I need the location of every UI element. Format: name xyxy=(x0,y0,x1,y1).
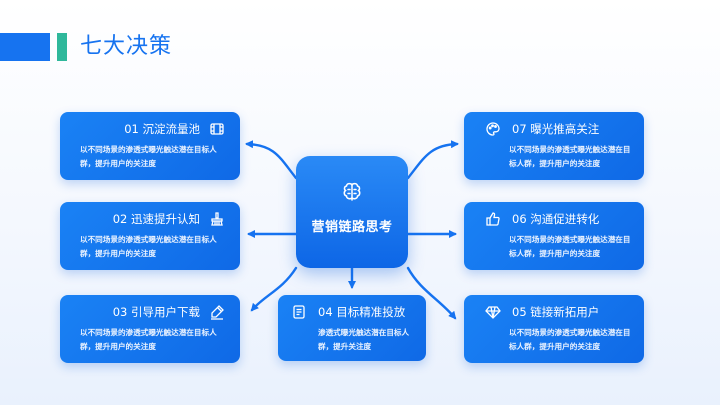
decision-card-02: 02 迅速提升认知 以不同场景的渗透式曝光触达潜在目标人群，提升用户的关注度 xyxy=(60,202,240,270)
brush-icon xyxy=(209,211,225,227)
card-description: 渗透式曝光触达潜在目标人群，提升关注度 xyxy=(318,328,410,351)
card-title: 04 目标精准投放 xyxy=(318,305,406,319)
card-description: 以不同场景的渗透式曝光触达潜在目标人群，提升用户的关注度 xyxy=(509,145,631,168)
center-label: 营销链路思考 xyxy=(311,220,393,235)
card-description: 以不同场景的渗透式曝光触达潜在目标人群，提升用户的关注度 xyxy=(80,145,217,168)
film-icon xyxy=(209,121,225,137)
palette-icon xyxy=(485,121,501,137)
card-description: 以不同场景的渗透式曝光触达潜在目标人群，提升用户的关注度 xyxy=(80,328,217,351)
arrow-to-01 xyxy=(245,140,298,180)
decision-card-03: 03 引导用户下载 以不同场景的渗透式曝光触达潜在目标人群，提升用户的关注度 xyxy=(60,295,240,363)
header-accent-bar xyxy=(0,33,50,61)
card-description: 以不同场景的渗透式曝光触达潜在目标人群，提升用户的关注度 xyxy=(509,328,631,351)
card-title: 03 引导用户下载 xyxy=(112,305,200,319)
center-node: 营销链路思考 xyxy=(296,156,408,268)
card-title: 01 沉淀流量池 xyxy=(124,122,200,136)
decision-card-07: 07 曝光推高关注 以不同场景的渗透式曝光触达潜在目标人群，提升用户的关注度 xyxy=(464,112,644,180)
card-description: 以不同场景的渗透式曝光触达潜在目标人群，提升用户的关注度 xyxy=(509,235,631,258)
decision-card-06: 06 沟通促进转化 以不同场景的渗透式曝光触达潜在目标人群，提升用户的关注度 xyxy=(464,202,644,270)
document-icon xyxy=(291,304,307,320)
card-title: 06 沟通促进转化 xyxy=(512,212,600,226)
card-description: 以不同场景的渗透式曝光触达潜在目标人群，提升用户的关注度 xyxy=(80,235,217,258)
arrow-to-07 xyxy=(406,140,459,180)
decision-card-01: 01 沉淀流量池 以不同场景的渗透式曝光触达潜在目标人群，提升用户的关注度 xyxy=(60,112,240,180)
thumbs-up-icon xyxy=(485,211,501,227)
decision-card-05: 05 链接新拓用户 以不同场景的渗透式曝光触达潜在目标人群，提升用户的关注度 xyxy=(464,295,644,363)
card-title: 02 迅速提升认知 xyxy=(112,212,200,226)
header-accent-stripe xyxy=(57,33,67,61)
arrow-to-05 xyxy=(406,266,457,320)
diamond-icon xyxy=(485,304,501,320)
card-title: 05 链接新拓用户 xyxy=(512,305,600,319)
pen-icon xyxy=(209,304,225,320)
page-title: 七大决策 xyxy=(80,34,173,59)
arrow-to-03 xyxy=(250,266,298,312)
card-title: 07 曝光推高关注 xyxy=(512,122,600,136)
brain-icon xyxy=(340,180,364,204)
decision-card-04: 04 目标精准投放 渗透式曝光触达潜在目标人群，提升关注度 xyxy=(278,295,426,361)
